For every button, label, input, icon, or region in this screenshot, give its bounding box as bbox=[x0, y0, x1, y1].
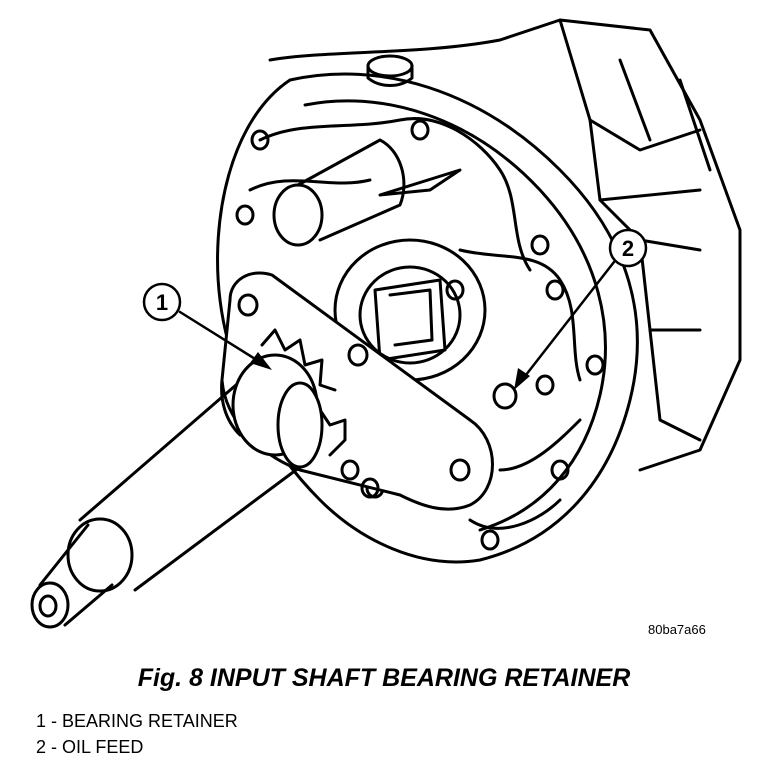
callout-1-leader bbox=[142, 282, 262, 364]
oil-pump-body bbox=[216, 54, 639, 564]
input-shaft-bearing-retainer-illustration: 1 2 bbox=[30, 18, 742, 629]
legend-item-1: 1 - BEARING RETAINER bbox=[36, 711, 238, 731]
input-shaft bbox=[30, 353, 324, 629]
figure-caption: Fig. 8 INPUT SHAFT BEARING RETAINER bbox=[137, 664, 631, 692]
figure-legend: 1 - BEARING RETAINER 2 - OIL FEED bbox=[36, 708, 238, 760]
callout-2-number: 2 bbox=[622, 236, 634, 261]
transmission-case-outline bbox=[268, 18, 742, 472]
image-code-label: 80ba7a66 bbox=[648, 622, 706, 637]
callout-1-number: 1 bbox=[156, 290, 168, 315]
callout-2-arrowhead bbox=[514, 368, 530, 390]
legend-item-2: 2 - OIL FEED bbox=[36, 737, 144, 757]
callout-1-arrowhead bbox=[250, 352, 272, 370]
callout-2-leader bbox=[520, 228, 648, 382]
